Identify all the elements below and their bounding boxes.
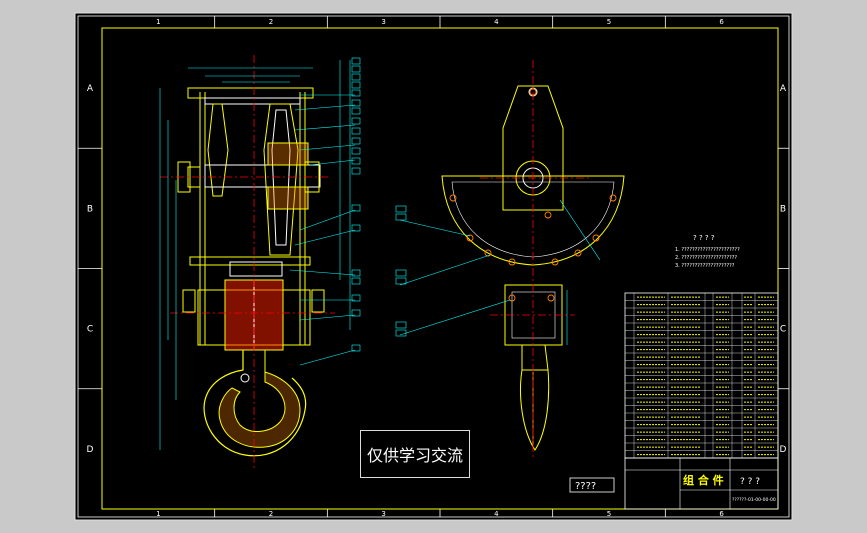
side-view-part-tags (351, 57, 361, 352)
grid-row-label-right: B (780, 204, 786, 214)
grid-row-label-left: B (87, 204, 93, 214)
part-balloon (395, 213, 407, 221)
grid-row-label-right: C (780, 325, 786, 335)
part-balloon (351, 81, 361, 89)
part-balloon (351, 224, 361, 232)
title-name: 组 合 件 (683, 473, 724, 487)
part-balloon (351, 344, 361, 352)
grid-row-label-right: D (780, 445, 787, 455)
bolt-hole (466, 234, 474, 242)
title-block: 组 合 件 ? ? ? ??????-01-00-00-00 (624, 457, 779, 510)
part-balloon (351, 89, 361, 97)
part-balloon (351, 204, 361, 212)
part-balloon (351, 65, 361, 73)
grid-column-label-top: 2 (269, 18, 273, 26)
bolt-hole (508, 294, 516, 302)
outer-frame (77, 15, 790, 518)
note-line-2: 2. ????????????????????? (675, 255, 737, 261)
part-balloon (395, 329, 407, 337)
side-view (177, 87, 325, 457)
bolt-hole (449, 194, 457, 202)
grid-column-label-top: 3 (381, 18, 385, 26)
title-code: ? ? ? (740, 477, 760, 487)
front-view-part-tags (395, 205, 407, 337)
part-balloon (351, 99, 361, 107)
part-balloon (351, 137, 361, 145)
bolt-hole (551, 258, 559, 266)
part-balloon (351, 147, 361, 155)
note-line-3: 3. ???????????????????? (675, 263, 735, 269)
parts-list-table (624, 292, 779, 459)
grid-column-label-top: 6 (719, 18, 724, 26)
grid-row-label-left: A (87, 84, 94, 94)
grid-column-label-top: 5 (607, 18, 611, 26)
code-box-text: ???? (575, 481, 596, 492)
bolt-hole (544, 211, 552, 219)
grid-row-label-right: A (780, 84, 787, 94)
part-balloon (351, 277, 361, 285)
part-balloon (351, 73, 361, 81)
part-balloon (351, 107, 361, 115)
front-view-centerlines (480, 60, 590, 460)
bolt-hole (508, 258, 516, 266)
grid-column-label-bottom: 3 (381, 510, 385, 518)
bolt-hole (592, 234, 600, 242)
bolt-hole (574, 249, 582, 257)
grid-column-label-bottom: 2 (269, 510, 273, 518)
grid-column-label-bottom: 4 (494, 510, 499, 518)
part-balloon (351, 167, 361, 175)
part-balloon (395, 321, 407, 329)
grid-row-label-left: C (87, 325, 93, 335)
part-balloon (395, 277, 407, 285)
title-drawing-no: ??????-01-00-00-00 (732, 497, 776, 503)
part-balloon (351, 117, 361, 125)
part-balloon (351, 269, 361, 277)
bolt-hole (484, 249, 492, 257)
technical-notes: ? ? ? ? 1. ?????????????????????? 2. ???… (675, 234, 740, 269)
notes-heading: ? ? ? ? (693, 234, 715, 242)
bolt-hole (547, 294, 555, 302)
part-balloon (351, 309, 361, 317)
part-balloon (395, 205, 407, 213)
note-line-1: 1. ?????????????????????? (675, 247, 740, 253)
grid-column-label-top: 1 (156, 18, 160, 26)
part-balloon (351, 294, 361, 302)
grid-column-label-bottom: 6 (719, 510, 724, 518)
part-balloon (351, 57, 361, 65)
part-balloon (351, 127, 361, 135)
code-box: ???? (569, 477, 615, 493)
bolt-hole (609, 194, 617, 202)
part-balloon (395, 269, 407, 277)
watermark-label: 仅供学习交流 (360, 430, 470, 478)
part-balloon (351, 157, 361, 165)
side-view-centerlines (160, 55, 335, 470)
grid-column-label-bottom: 5 (607, 510, 611, 518)
grid-row-label-left: D (87, 445, 94, 455)
front-view-dimensions (399, 199, 601, 345)
side-view-dimensions (159, 60, 356, 450)
grid-column-label-top: 4 (494, 18, 499, 26)
grid-zone-marks (78, 16, 789, 517)
grid-column-label-bottom: 1 (156, 510, 160, 518)
